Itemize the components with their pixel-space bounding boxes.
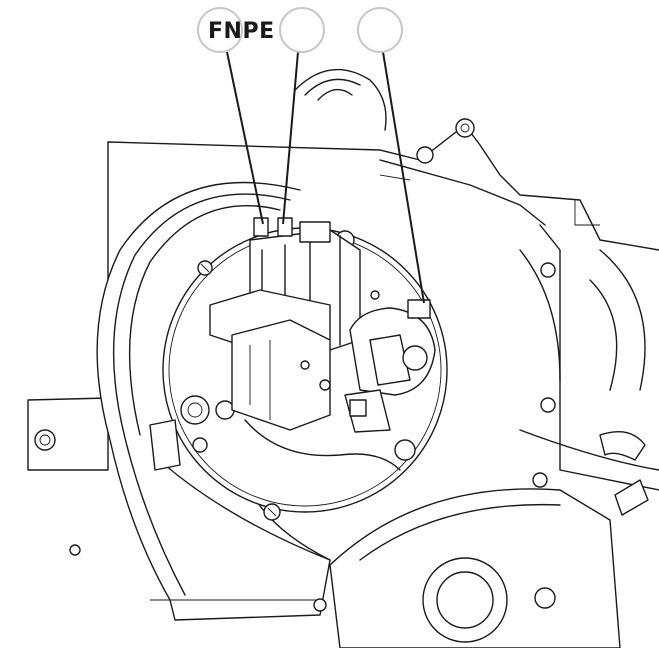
lower-pipe bbox=[313, 429, 659, 648]
terminal-block bbox=[253, 217, 331, 243]
left-bracket bbox=[27, 397, 109, 556]
callout-3 bbox=[357, 7, 403, 53]
leader-line-3 bbox=[382, 51, 425, 304]
callout-2 bbox=[279, 7, 325, 53]
housing-panel bbox=[107, 124, 659, 491]
callout-leaders bbox=[226, 51, 425, 304]
leader-line-1 bbox=[226, 51, 264, 225]
callout-label-fnpe: FNPE bbox=[208, 19, 275, 44]
connector-assembly bbox=[344, 299, 436, 433]
top-pulley bbox=[294, 68, 475, 164]
callout-1 bbox=[197, 7, 243, 53]
leader-line-2 bbox=[282, 51, 299, 225]
mounting-bolt-left bbox=[149, 395, 401, 471]
motor-body bbox=[209, 229, 380, 431]
